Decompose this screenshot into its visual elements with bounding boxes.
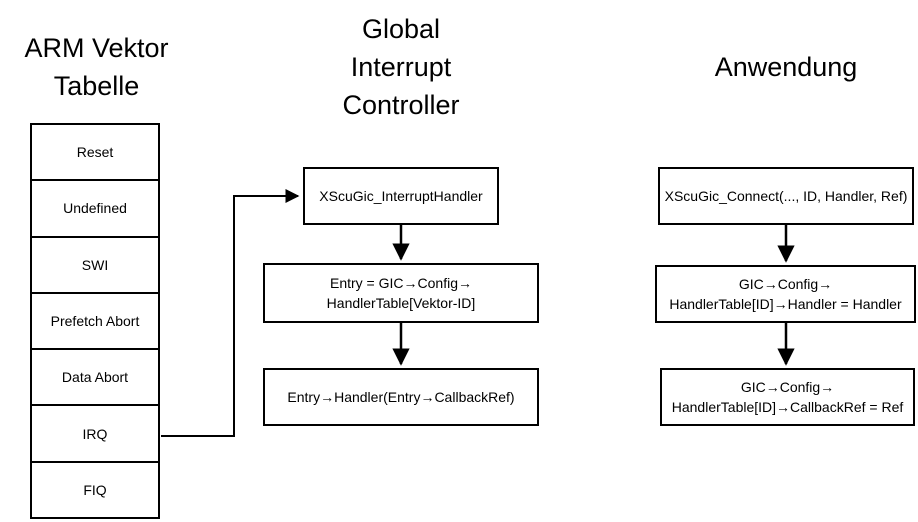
app-set-handler-box: GIC→Config→ HandlerTable[ID]→Handler = H…	[655, 265, 916, 323]
vector-entry-prefetch-abort: Prefetch Abort	[32, 294, 158, 351]
gic-heading: Global Interrupt Controller	[342, 14, 460, 120]
vector-entry-swi: SWI	[32, 238, 158, 294]
gic-entry-lookup-box: Entry = GIC→Config→ HandlerTable[Vektor-…	[263, 263, 539, 323]
gic-interrupt-handler-box: XScuGic_InterruptHandler	[303, 167, 499, 225]
vector-entry-data-abort: Data Abort	[32, 350, 158, 407]
arm-vector-table: Reset Undefined SWI Prefetch Abort Data …	[30, 123, 160, 519]
arm-vector-table-heading: ARM Vektor Tabelle	[24, 33, 169, 101]
app-set-callbackref-box: GIC→Config→ HandlerTable[ID]→CallbackRef…	[660, 368, 915, 426]
app-connect-box: XScuGic_Connect(..., ID, Handler, Ref)	[658, 167, 914, 225]
application-heading: Anwendung	[714, 52, 858, 82]
vector-entry-undefined: Undefined	[32, 181, 158, 238]
vector-entry-reset: Reset	[32, 125, 158, 182]
vector-entry-irq: IRQ	[32, 406, 158, 463]
gic-handler-call-box: Entry→Handler(Entry→CallbackRef)	[263, 368, 539, 426]
vector-entry-fiq: FIQ	[83, 481, 107, 498]
